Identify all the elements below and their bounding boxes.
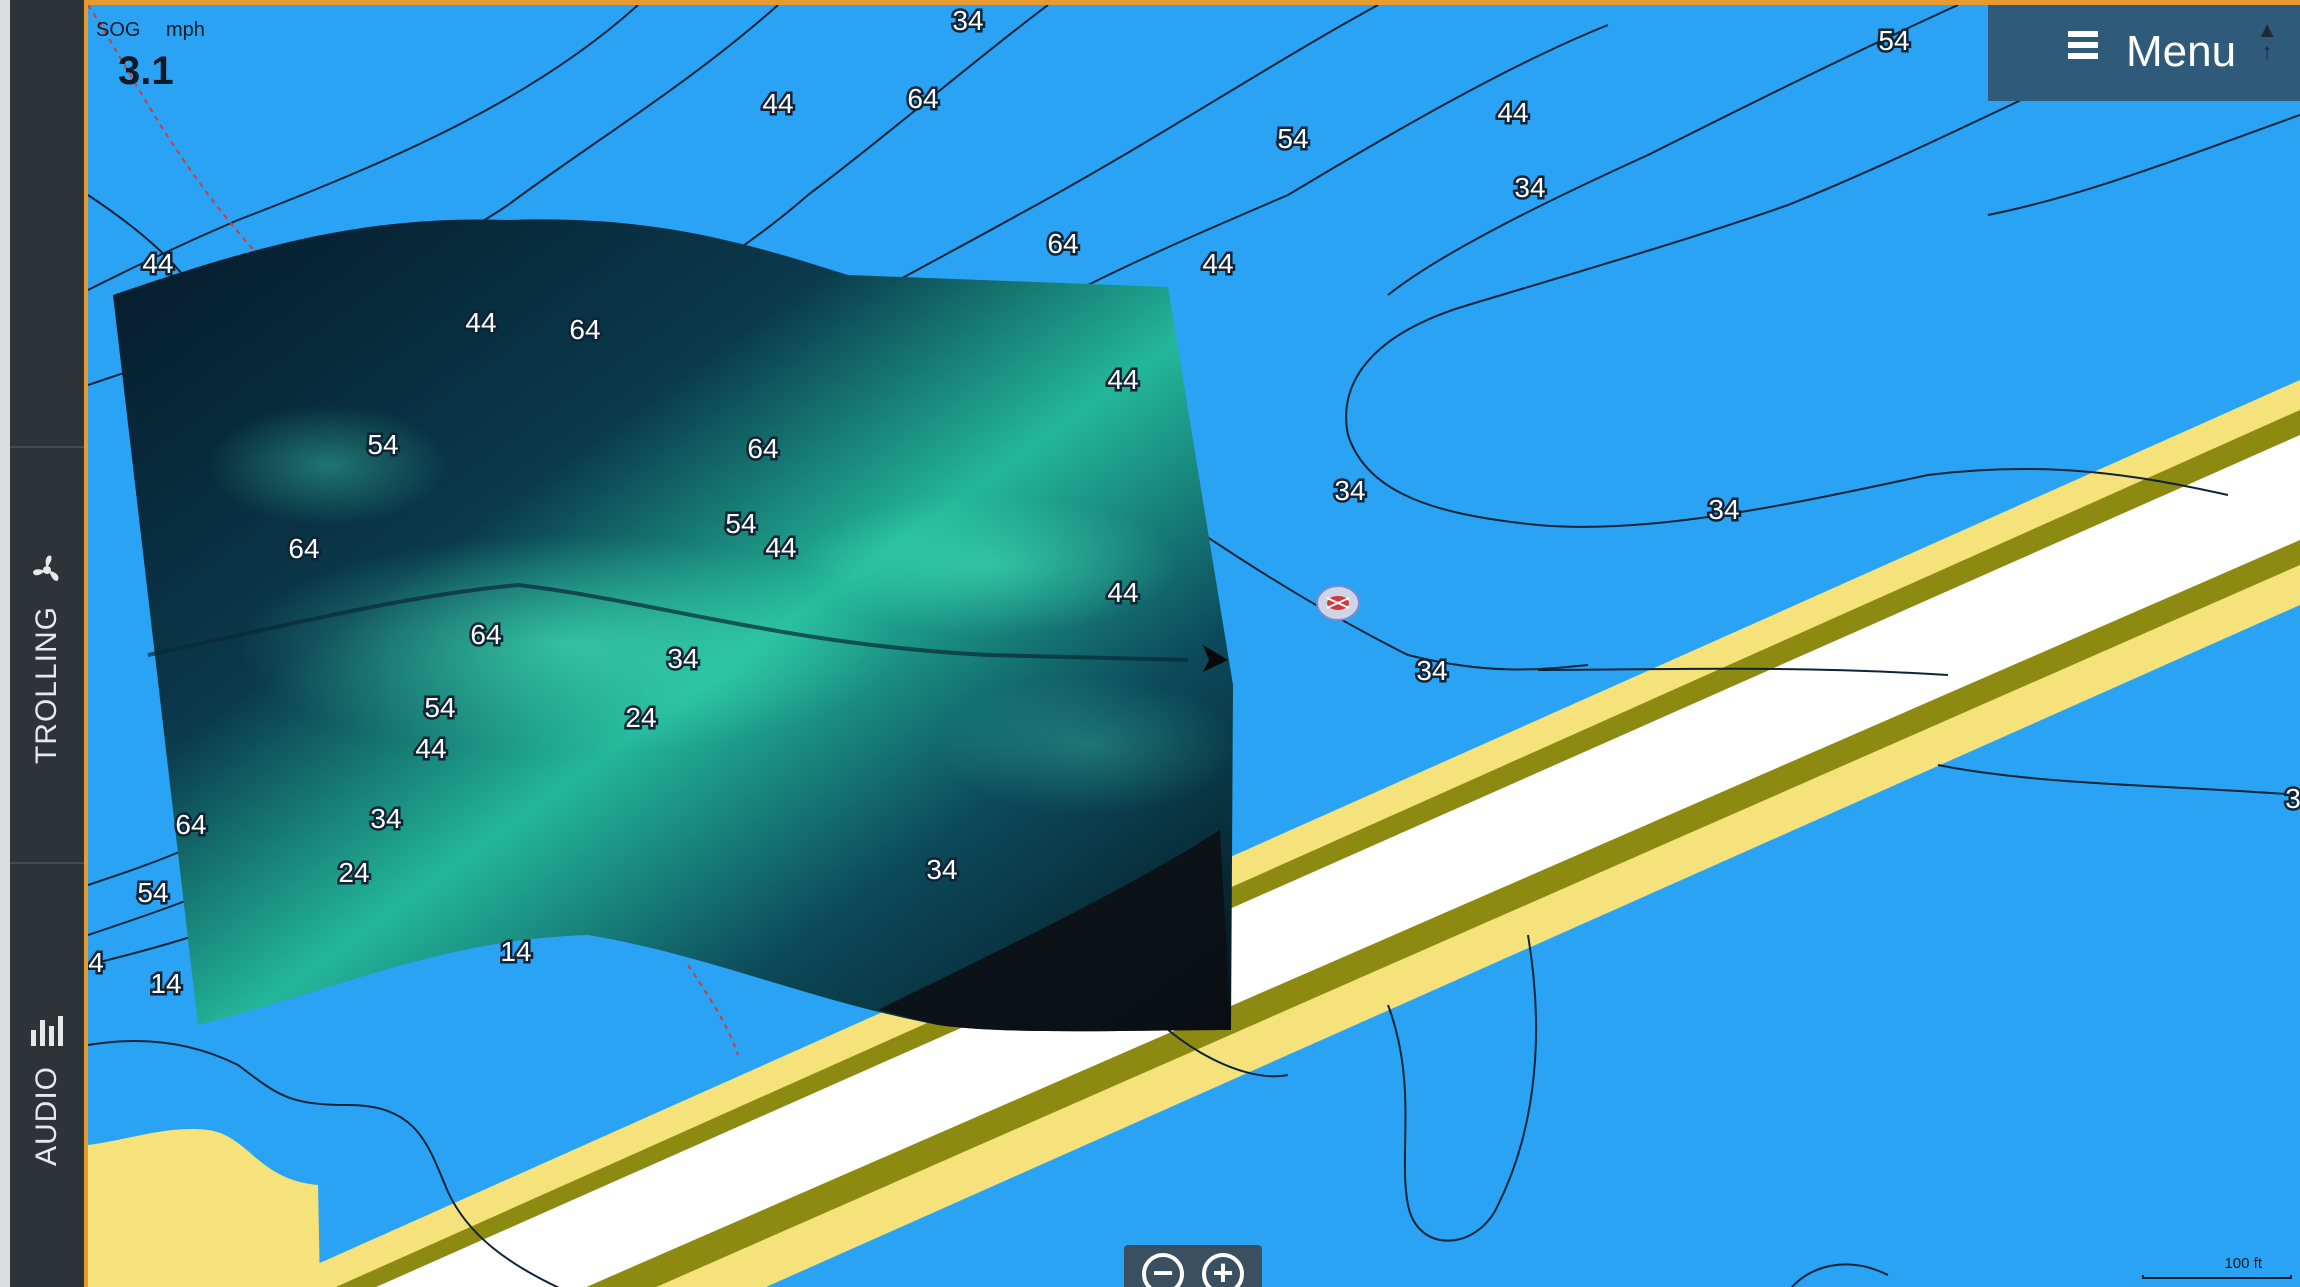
causeway-edge (335, 410, 2300, 1287)
zoom-controls: − + (1124, 1245, 1262, 1287)
depth-label: 24 (625, 702, 656, 733)
depth-label: 14 (150, 968, 181, 999)
tab-audio-label: AUDIO (30, 1065, 63, 1167)
depth-label: 64 (569, 314, 600, 345)
depth-label: 44 (1202, 248, 1233, 279)
depth-label: 34 (1334, 475, 1365, 506)
depth-label: 64 (470, 619, 501, 650)
depth-label: 34 (1708, 494, 1739, 525)
depth-label: 54 (137, 877, 168, 908)
depth-label: 3 (2285, 783, 2300, 814)
depth-label: 34 (926, 854, 957, 885)
depth-label: 44 (1107, 364, 1138, 395)
propeller-icon (33, 555, 59, 581)
sonar-highlight (798, 495, 1178, 635)
tab-trolling-label: TROLLING (30, 605, 63, 765)
sonar-highlight (238, 535, 898, 755)
sonar-shadow (878, 830, 1231, 1032)
equalizer-icon (31, 1016, 63, 1046)
north-arrow-icon[interactable]: ▲↑ (2256, 17, 2278, 64)
depth-label: 54 (725, 508, 756, 539)
map-canvas: 34 44 64 54 44 54 34 44 64 44 34 34 34 3… (88, 5, 2300, 1287)
depth-label: 64 (1047, 228, 1078, 259)
depth-label: 44 (762, 88, 793, 119)
depth-label: 14 (500, 936, 531, 967)
depth-label: 64 (747, 433, 778, 464)
sog-unit: mph (166, 19, 205, 41)
hamburger-icon (2068, 31, 2098, 59)
depth-label: 44 (415, 733, 446, 764)
depth-label: 54 (367, 429, 398, 460)
depth-label: 34 (1514, 172, 1545, 203)
menu-button[interactable]: Menu ▲↑ (1988, 5, 2300, 101)
depth-label: 64 (288, 533, 319, 564)
sog-value: 3.1 (118, 49, 174, 93)
sidebar-divider (10, 862, 84, 864)
sog-label: SOG (96, 19, 141, 41)
causeway-outer (265, 380, 2300, 1287)
depth-label: 34 (1416, 655, 1447, 686)
depth-label: 64 (907, 83, 938, 114)
land-area (88, 1128, 320, 1287)
sidebar-divider (10, 446, 84, 448)
depth-label: 44 (465, 307, 496, 338)
track-line (88, 5, 259, 256)
sidebar: TROLLING AUDIO (0, 0, 88, 1287)
depth-label: 44 (1107, 577, 1138, 608)
chart-map[interactable]: 34 44 64 54 44 54 34 44 64 44 34 34 34 3… (88, 0, 2300, 1287)
scale-bar-line (2142, 1275, 2292, 1279)
sonar-highlight (208, 405, 448, 525)
menu-label: Menu (2126, 27, 2237, 76)
boat-icon (1203, 645, 1228, 672)
depth-label: 44 (765, 532, 796, 563)
zoom-in-button[interactable]: + (1202, 1253, 1244, 1287)
depth-label: 34 (952, 5, 983, 36)
tab-trolling[interactable]: TROLLING (10, 450, 84, 860)
depth-label: 54 (1878, 25, 1909, 56)
depth-label: 54 (1277, 123, 1308, 154)
scale-label: 100 ft (2224, 1255, 2262, 1272)
waypoint-marker-icon (1316, 585, 1360, 621)
depth-label: 64 (175, 809, 206, 840)
depth-labels: 34 44 64 54 44 54 34 44 64 44 34 34 34 3… (88, 5, 2300, 1002)
causeway-road (376, 435, 2300, 1287)
depth-label: 34 (370, 803, 401, 834)
zoom-out-button[interactable]: − (1142, 1253, 1184, 1287)
scale-bar: 100 ft (2142, 1255, 2292, 1279)
depth-label: 24 (338, 857, 369, 888)
tab-audio[interactable]: AUDIO (10, 866, 84, 1287)
depth-label: 4 (88, 947, 104, 978)
depth-label: 44 (1497, 97, 1528, 128)
depth-label: 54 (424, 692, 455, 723)
depth-label: 34 (667, 643, 698, 674)
sonar-highlight (938, 675, 1238, 815)
track-line (687, 964, 739, 1056)
sonar-ridge (147, 582, 1189, 662)
depth-label: 44 (142, 248, 173, 279)
